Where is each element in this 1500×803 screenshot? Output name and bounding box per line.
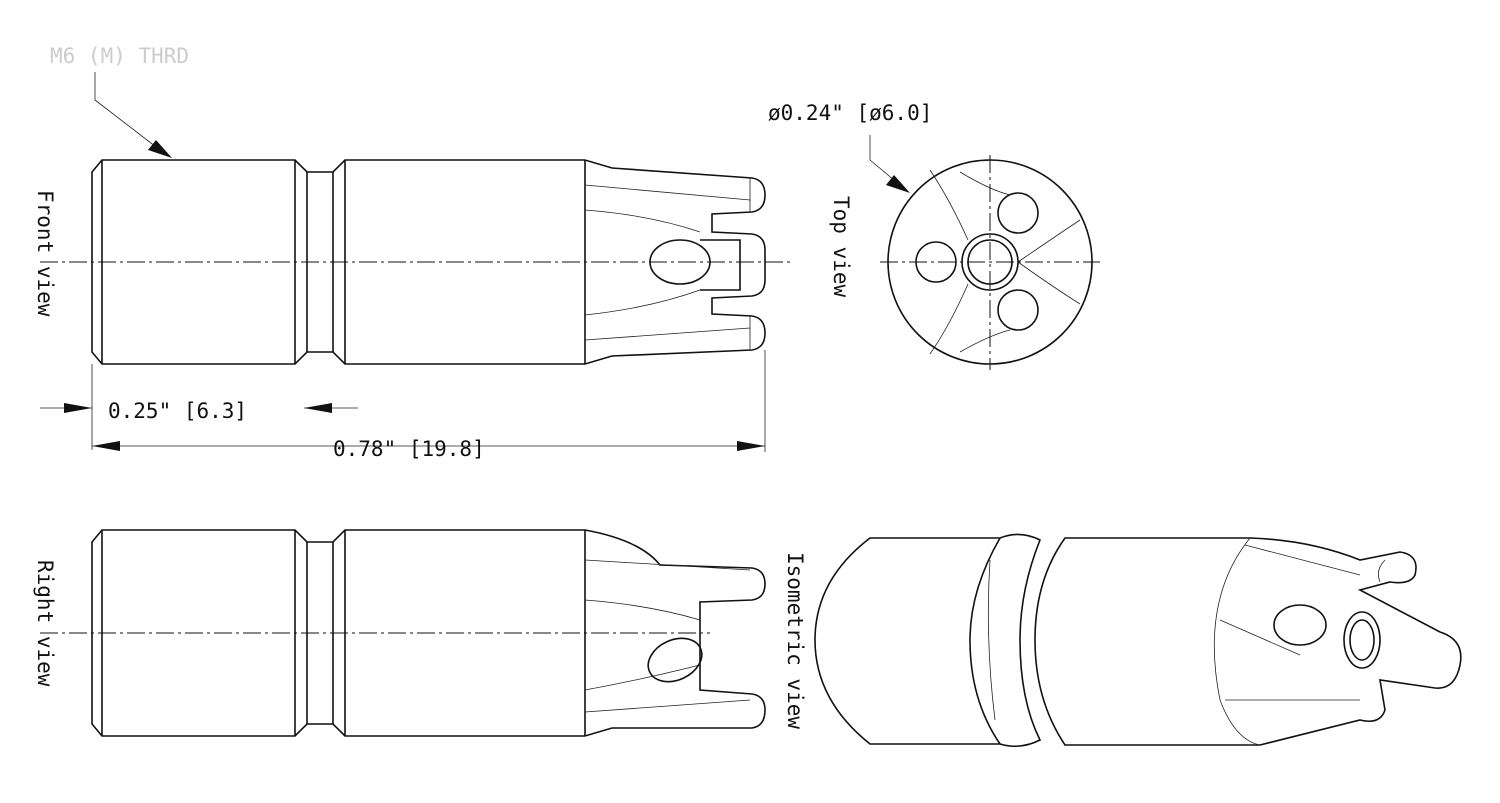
top-view-label: Top view bbox=[829, 196, 853, 298]
thread-arrow bbox=[148, 140, 172, 158]
dim-overall-label: 0.78" [19.8] bbox=[333, 437, 485, 461]
diameter-leader bbox=[869, 135, 901, 186]
thread-note: M6 (M) THRD bbox=[50, 44, 189, 68]
top-view bbox=[880, 155, 1100, 370]
right-view bbox=[40, 529, 766, 737]
right-view-label: Right view bbox=[33, 560, 57, 687]
dim-short-label: 0.25" [6.3] bbox=[108, 399, 247, 423]
isometric-view bbox=[814, 533, 1462, 748]
thread-leader bbox=[94, 72, 161, 151]
isometric-view-label: Isometric view bbox=[783, 552, 807, 729]
diameter-dim-label: ø0.24" [ø6.0] bbox=[768, 101, 932, 125]
dimension-lines bbox=[40, 350, 766, 452]
front-view-label: Front view bbox=[33, 190, 57, 317]
diameter-arrow bbox=[886, 175, 910, 193]
front-view bbox=[40, 159, 790, 365]
